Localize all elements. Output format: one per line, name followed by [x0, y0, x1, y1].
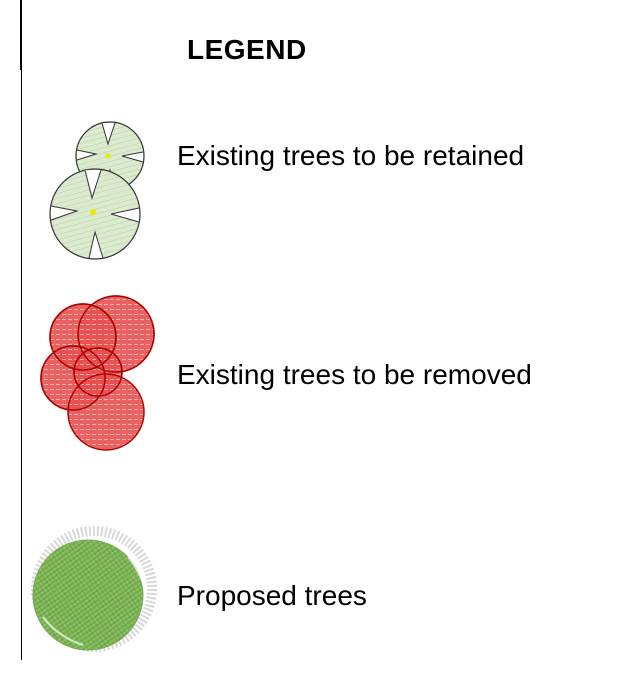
- proposed-tree-icon: [31, 526, 157, 652]
- frame-border-accent: [20, 0, 22, 70]
- legend-label-retained: Existing trees to be retained: [177, 140, 525, 171]
- legend-label-proposed: Proposed trees: [177, 580, 367, 611]
- legend-label-removed: Existing trees to be removed: [177, 359, 532, 390]
- legend-title: LEGEND: [187, 34, 307, 65]
- removed-tree-icon: [40, 295, 155, 451]
- frame-border-line: [21, 0, 22, 660]
- retained-tree-icon: [49, 121, 145, 260]
